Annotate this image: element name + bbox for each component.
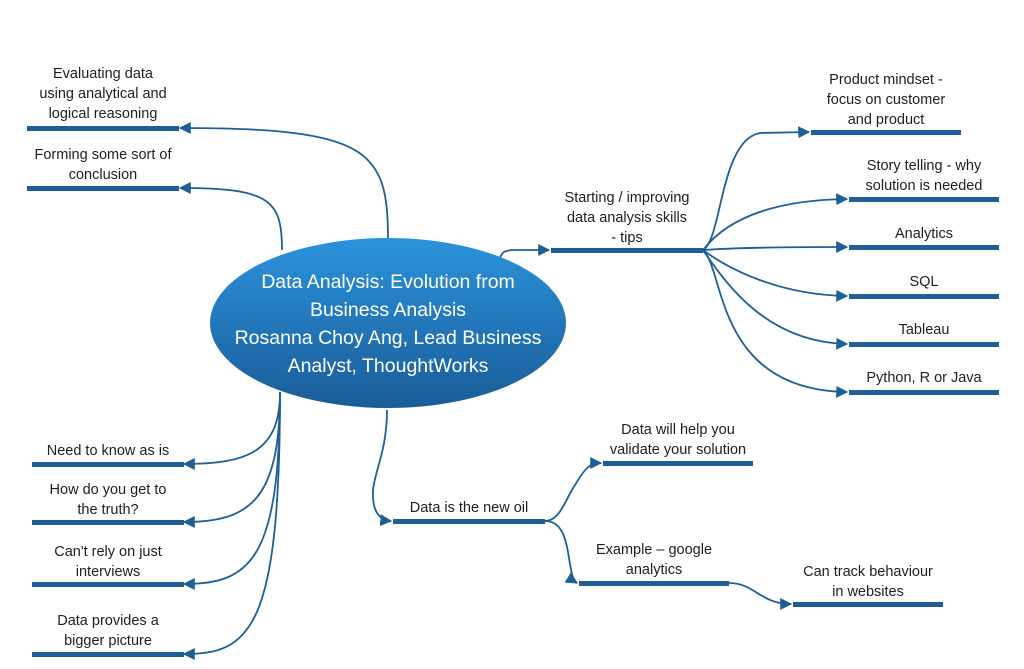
connector-story-telling xyxy=(702,193,849,251)
bar-skills xyxy=(551,248,703,253)
connector-analytics xyxy=(702,241,849,254)
connector-tableau xyxy=(702,249,849,350)
bar-google-analytics xyxy=(579,581,729,586)
node-product-mindset[interactable]: Product mindset - focus on customer and … xyxy=(826,72,946,128)
node-google-analytics[interactable]: Example – google analytics xyxy=(595,542,713,578)
bar-bigger-picture xyxy=(32,652,184,657)
bar-validate xyxy=(603,461,753,466)
connector-truth xyxy=(182,391,281,528)
central-topic-title[interactable]: Data Analysis: Evolution from Business A… xyxy=(234,271,542,377)
bar-evaluating xyxy=(27,126,179,131)
connector-languages xyxy=(702,249,849,398)
bar-tableau xyxy=(849,342,999,347)
node-languages[interactable]: Python, R or Java xyxy=(866,370,982,386)
connector-interviews xyxy=(182,391,281,590)
bar-sql xyxy=(849,294,999,299)
node-interviews[interactable]: Can't rely on just interviews xyxy=(54,544,162,580)
bar-story-telling xyxy=(849,197,999,202)
connector-track xyxy=(728,582,793,610)
node-bigger-picture[interactable]: Data provides a bigger picture xyxy=(57,613,159,649)
node-validate[interactable]: Data will help you validate your solutio… xyxy=(609,422,747,458)
node-tableau[interactable]: Tableau xyxy=(898,322,950,338)
bar-interviews xyxy=(32,582,184,587)
bar-track xyxy=(793,602,943,607)
connector-google-analytics xyxy=(544,520,579,584)
bar-languages xyxy=(849,390,999,395)
connector-bigger-picture xyxy=(182,391,281,660)
node-need-to-know[interactable]: Need to know as is xyxy=(46,443,170,459)
node-oil[interactable]: Data is the new oil xyxy=(409,500,529,516)
node-track[interactable]: Can track behaviour in websites xyxy=(803,564,933,600)
connector-evaluating xyxy=(178,122,389,241)
bar-need-to-know xyxy=(32,462,184,467)
node-story-telling[interactable]: Story telling - why solution is needed xyxy=(865,158,983,194)
connector-forming xyxy=(178,182,283,251)
node-analytics[interactable]: Analytics xyxy=(894,226,954,242)
connector-validate xyxy=(544,457,603,522)
connector-skills xyxy=(499,244,551,259)
bar-product-mindset xyxy=(811,130,961,135)
node-forming[interactable]: Forming some sort of conclusion xyxy=(34,147,172,183)
node-evaluating[interactable]: Evaluating data using analytical and log… xyxy=(39,66,167,122)
bar-analytics xyxy=(849,245,999,250)
connector-need-to-know xyxy=(182,391,281,470)
bar-truth xyxy=(32,520,184,525)
connector-product-mindset xyxy=(702,126,811,251)
connector-oil xyxy=(372,409,393,527)
node-sql[interactable]: SQL xyxy=(909,274,939,290)
central-topic-ellipse[interactable] xyxy=(210,238,566,408)
connector-sql xyxy=(702,249,849,302)
bar-oil xyxy=(393,519,545,524)
node-skills[interactable]: Starting / improving data analysis skill… xyxy=(564,190,690,246)
node-truth[interactable]: How do you get to the truth? xyxy=(49,482,167,518)
bar-forming xyxy=(27,186,179,191)
